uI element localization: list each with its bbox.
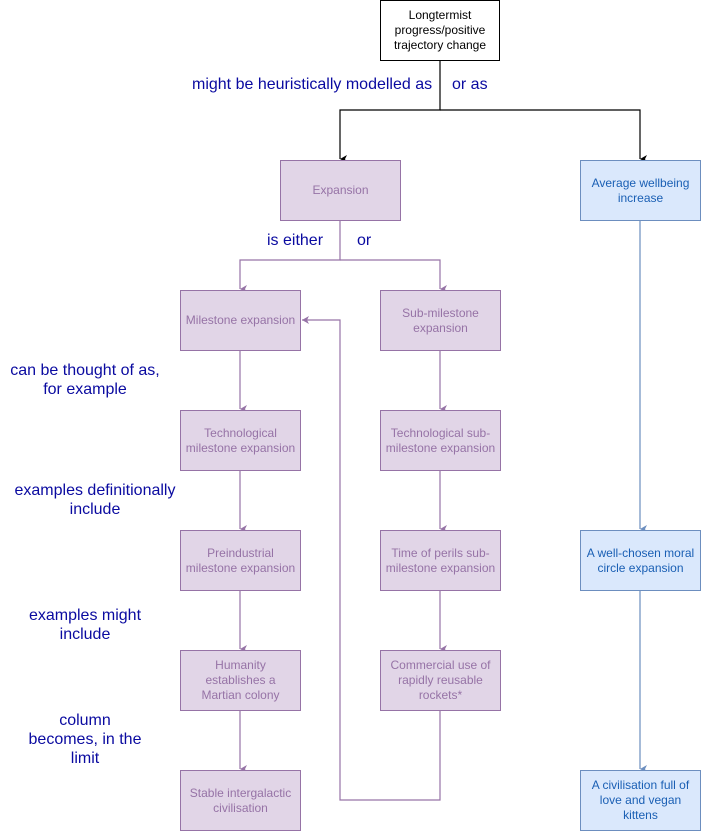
- node-preindustrial-milestone[interactable]: Preindustrial milestone expansion: [180, 530, 301, 591]
- label-heuristically-modelled: might be heuristically modelled as: [192, 76, 433, 93]
- node-sub-milestone-expansion[interactable]: Sub-milestone expansion: [380, 290, 501, 351]
- node-martian-colony[interactable]: Humanity establishes a Martian colony: [180, 650, 301, 711]
- label-or: or: [357, 232, 372, 249]
- label-definitionally-include: examples definitionally include: [14, 482, 176, 518]
- node-average-wellbeing[interactable]: Average wellbeing increase: [580, 160, 701, 221]
- edge-root-wellbeing: [440, 109, 647, 163]
- node-milestone-expansion[interactable]: Milestone expansion: [180, 290, 301, 351]
- node-technological-milestone[interactable]: Technological milestone expansion: [180, 410, 301, 471]
- edge-root-expansion: [339, 60, 441, 163]
- edge-expansion-submilestone: [340, 259, 447, 293]
- node-technological-sub-milestone[interactable]: Technological sub-milestone expansion: [380, 410, 501, 471]
- label-thought-of-as: can be thought of as, for example: [10, 362, 160, 398]
- edge-expansion-milestone: [239, 220, 341, 293]
- label-or-as: or as: [452, 76, 488, 93]
- label-column-becomes: column becomes, in the limit: [28, 712, 142, 767]
- node-vegan-kittens[interactable]: A civilisation full of love and vegan ki…: [580, 770, 701, 831]
- node-reusable-rockets[interactable]: Commercial use of rapidly reusable rocke…: [380, 650, 501, 711]
- node-expansion[interactable]: Expansion: [280, 160, 401, 221]
- node-moral-circle-expansion[interactable]: A well-chosen moral circle expansion: [580, 530, 701, 591]
- node-intergalactic-civilisation[interactable]: Stable intergalactic civilisation: [180, 770, 301, 831]
- label-is-either: is either: [267, 232, 324, 249]
- edge-rockets-milestone-loop: [302, 316, 441, 801]
- node-root[interactable]: Longtermist progress/positive trajectory…: [380, 0, 500, 61]
- node-time-of-perils[interactable]: Time of perils sub-milestone expansion: [380, 530, 501, 591]
- label-might-include: examples might include: [28, 607, 142, 643]
